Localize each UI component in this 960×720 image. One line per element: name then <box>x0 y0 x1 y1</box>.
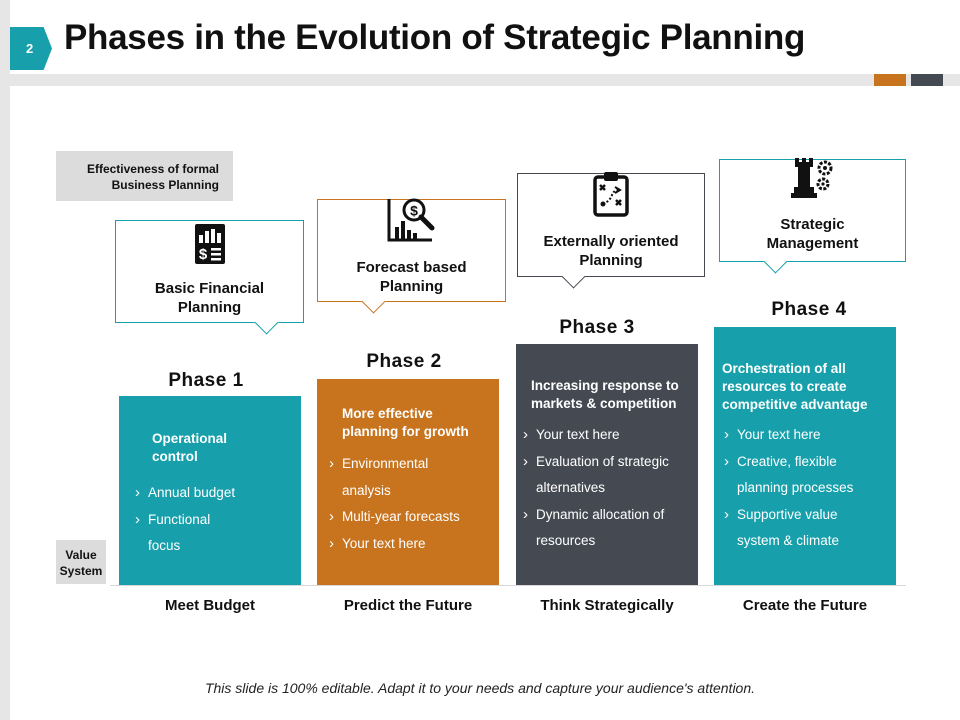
heading-line: markets & competition <box>531 396 677 411</box>
phase-2-bullet-list: Environmental analysis Multi-year forecas… <box>327 451 491 557</box>
heading-line: More effective <box>342 406 433 421</box>
bullet-item: Environmental analysis <box>327 451 491 504</box>
bullet-item: Dynamic allocation of resources <box>521 502 694 555</box>
heading-line: control <box>152 449 198 464</box>
bullet-item: Creative, flexible planning processes <box>722 449 894 502</box>
header-accent-dark <box>911 74 943 86</box>
bullet-text: Functional <box>148 511 211 527</box>
financial-report-icon: $ <box>194 224 225 269</box>
callout-line: Basic Financial <box>154 280 265 297</box>
bullet-text: Environmental <box>342 456 429 471</box>
effectiveness-label-line: Effectiveness of formal <box>86 162 219 176</box>
value-system-label-line: Value <box>65 548 97 562</box>
callout-line: Strategic <box>780 216 845 233</box>
phase-1-outcome: Meet Budget <box>165 597 255 614</box>
bullet-text: focus <box>148 538 181 553</box>
callout-line: Planning <box>579 252 643 269</box>
value-system-label-line: System <box>59 564 103 578</box>
phase-3-heading: Increasing response to markets & competi… <box>531 377 694 413</box>
svg-text:$: $ <box>198 246 207 263</box>
phase-3-outcome: Think Strategically <box>540 597 674 614</box>
phase-3-callout-text: Externally oriented Planning <box>543 232 678 270</box>
phase-3-bullet-list: Your text here Evaluation of strategic al… <box>521 422 694 555</box>
heading-line: planning for growth <box>342 424 469 439</box>
phase-1-label: Phase 1 <box>168 370 244 391</box>
forecast-chart-icon: $ <box>386 197 438 248</box>
callout-line: Externally oriented <box>543 233 679 250</box>
phase-2-heading: More effective planning for growth <box>342 405 491 441</box>
phase-1-callout-text: Basic Financial Planning <box>155 279 264 317</box>
phase-4-outcome: Create the Future <box>742 597 868 614</box>
phase-3-callout: Externally oriented Planning <box>517 171 705 289</box>
phase-1-bar: Operational control Annual budget Functi… <box>119 396 301 585</box>
left-edge-strip <box>0 0 10 720</box>
phase-2-callout-text: Forecast based Planning <box>356 258 466 296</box>
slide-number-badge: 2 <box>10 27 52 70</box>
value-system-axis-label: Value System <box>56 540 106 584</box>
bullet-item: Multi-year forecasts <box>327 504 491 531</box>
bullet-text: alternatives <box>536 480 606 495</box>
callout-pointer <box>763 249 788 274</box>
callout-line: Forecast based <box>356 259 467 276</box>
phase-2-bar: More effective planning for growth Envir… <box>317 379 499 585</box>
bullet-item: Annual budget <box>133 480 289 507</box>
phase-4-bar: Orchestration of all resources to create… <box>714 327 896 585</box>
clipboard-strategy-icon <box>592 171 630 222</box>
bullet-text: Multi-year forecasts <box>342 509 460 524</box>
header-accent-orange <box>874 74 906 86</box>
bullet-item: Your text here <box>327 531 491 558</box>
effectiveness-label-line: Business Planning <box>111 178 219 192</box>
bullet-text: Your text here <box>536 427 620 442</box>
bullet-item: Supportive value system & climate <box>722 502 894 555</box>
bullet-text: Evaluation of strategic <box>536 453 669 469</box>
phase-3-bar: Increasing response to markets & competi… <box>516 344 698 585</box>
chess-gears-icon <box>790 156 836 205</box>
bullet-text: planning processes <box>737 480 854 495</box>
callout-line: Planning <box>177 299 242 316</box>
phase-1-callout: $ Basic Financial Planning <box>115 220 304 335</box>
heading-line: resources to create <box>722 379 847 394</box>
bullet-item: Functional focus <box>133 507 289 560</box>
bullet-item: Evaluation of strategic alternatives <box>521 449 694 502</box>
phase-1-bullet-list: Annual budget Functional focus <box>133 480 289 560</box>
heading-line: Increasing response to <box>531 378 679 393</box>
bullet-text: resources <box>536 533 596 548</box>
callout-line: Planning <box>379 278 444 295</box>
header-divider-band <box>10 74 960 86</box>
phase-4-bullet-list: Your text here Creative, flexible plannin… <box>722 422 894 555</box>
heading-line: Operational <box>152 431 228 446</box>
baseline-divider <box>110 585 906 586</box>
bullet-item: Your text here <box>521 422 694 449</box>
bullet-text: analysis <box>342 482 391 498</box>
phase-2-outcome: Predict the Future <box>343 597 473 614</box>
heading-line: Orchestration of all <box>722 361 846 376</box>
effectiveness-axis-label: Effectiveness of formal Business Plannin… <box>56 151 233 201</box>
bullet-text: Supportive value <box>737 506 838 522</box>
heading-line: competitive advantage <box>722 397 868 412</box>
callout-line: Management <box>766 235 859 252</box>
bullet-text: Your text here <box>737 427 821 442</box>
phase-4-heading: Orchestration of all resources to create… <box>722 360 894 414</box>
slide-title: Phases in the Evolution of Strategic Pla… <box>64 18 806 57</box>
bullet-text: system & climate <box>737 533 840 548</box>
phase-2-label: Phase 2 <box>366 351 442 372</box>
phase-2-callout: $ Forecast based Planning <box>317 197 506 314</box>
bullet-text: Your text here <box>342 535 426 551</box>
phase-4-label: Phase 4 <box>771 299 847 320</box>
phase-4-callout-text: Strategic Management <box>767 215 859 253</box>
phase-3-label: Phase 3 <box>559 317 635 338</box>
bullet-item: Your text here <box>722 422 894 449</box>
phase-1-heading: Operational control <box>152 430 289 466</box>
footer-note: This slide is 100% editable. Adapt it to… <box>204 680 756 696</box>
bullet-text: Creative, flexible <box>737 453 837 469</box>
phase-4-callout: Strategic Management <box>719 156 906 274</box>
bullet-text: Annual budget <box>148 485 236 500</box>
bullet-text: Dynamic allocation of <box>536 506 665 522</box>
svg-text:$: $ <box>410 203 418 219</box>
